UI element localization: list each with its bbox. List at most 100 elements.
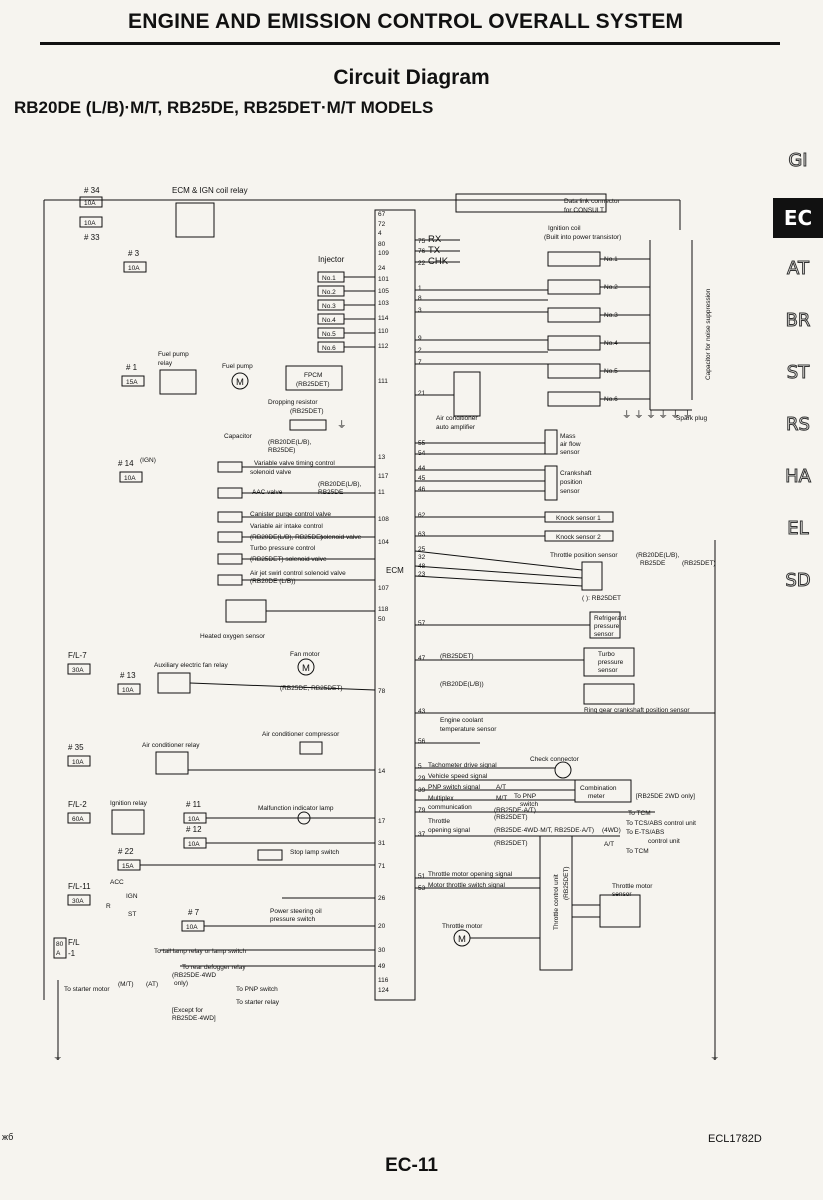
svg-text:⏚: ⏚: [53, 1052, 63, 1063]
injector-3: No.3: [322, 303, 336, 310]
ho2s-label: Heated oxygen sensor: [200, 633, 266, 640]
var-intake-models: (RB20DE(L/B), RB25DE): [250, 534, 323, 541]
fuse-14-rating: 10A: [124, 475, 136, 482]
mil-label: Malfunction indicator lamp: [258, 805, 334, 812]
throttle-motor-icon: M: [458, 934, 466, 945]
ign-switch-st: ST: [128, 911, 136, 918]
ecm-terminal-left: 109: [378, 250, 389, 257]
ign-switch-acc: ACC: [110, 879, 124, 886]
switch-label: switch: [520, 801, 538, 808]
ecm-terminal-right: 55: [418, 440, 426, 447]
tps-det: (RB25DET): [682, 560, 716, 567]
spark-plug-label: Spark plug: [676, 415, 707, 422]
svg-text:⏚ ⏚ ⏚ ⏚ ⏚ ⏚: ⏚ ⏚ ⏚ ⏚ ⏚ ⏚: [622, 410, 692, 421]
fl-1-label: -1: [68, 949, 76, 958]
ps-switch-label: Power steering oil: [270, 908, 322, 915]
tab-sd[interactable]: SD: [785, 570, 811, 592]
section-title: ENGINE AND EMISSION CONTROL OVERALL SYST…: [128, 10, 684, 33]
ecm-terminal-left: 13: [378, 454, 386, 461]
throttle-rb25det-tag: (RB25DET): [494, 814, 528, 821]
ecm-terminal-left: 71: [378, 863, 386, 870]
tab-rs[interactable]: RS: [786, 414, 811, 436]
to-pnp-label: To PNP switch: [236, 986, 278, 993]
fuse-13-rating: 10A: [122, 687, 134, 694]
canister-label: Canister purge control valve: [250, 511, 331, 518]
diagram-title: Circuit Diagram: [333, 66, 490, 89]
turbo-rb25det-tag: (RB25DET): [440, 653, 474, 660]
knock1-label: Knock sensor 1: [556, 515, 601, 522]
injector-label: Injector: [318, 255, 345, 264]
vvt-sv-label: solenoid valve: [250, 469, 292, 476]
tail-lamp-label: To tail lamp relay or lamp switch: [154, 948, 246, 955]
injector-6: No.6: [322, 345, 336, 352]
fuse-33-label: # 33: [84, 233, 100, 242]
multiplex-label: Multiplex: [428, 795, 454, 802]
ecm-terminal-right: 1: [418, 285, 422, 292]
turbo-sensor-label2: pressure: [598, 659, 624, 666]
ckp-label2: position: [560, 479, 583, 486]
fuel-pump-relay-label: Fuel pump: [158, 351, 189, 358]
tmo-label: Throttle motor opening signal: [428, 871, 513, 878]
tab-br[interactable]: BR: [785, 310, 811, 332]
ecm-terminal-left: 111: [378, 378, 388, 385]
turbo-sv-label: (RB25DET) solenoid valve: [250, 556, 327, 563]
ecm-terminal-left: 105: [378, 288, 389, 295]
ect-label: Engine coolant: [440, 717, 483, 724]
capacitor-note2: RB25DE): [268, 447, 295, 454]
fl-label: F/L: [68, 938, 80, 947]
fuse-34-rating: 10A: [84, 200, 96, 207]
ecm-terminal-left: 24: [378, 265, 386, 272]
fuse-22-rating: 15A: [122, 863, 134, 870]
air-jet-label: Air jet swirl control solenoid valve: [250, 570, 346, 577]
tab-el[interactable]: EL: [787, 518, 809, 540]
4wd-tag: (4WD): [602, 827, 621, 834]
throttle-opening-label: Throttle: [428, 818, 450, 825]
ecm-relay-label: ECM & IGN coil relay: [172, 186, 248, 195]
fl2-rating: 60A: [72, 816, 84, 823]
ecm-terminal-right: 39: [418, 787, 426, 794]
ecm-terminal-right: 3: [418, 307, 422, 314]
ecm-terminal-right: 8: [418, 295, 422, 302]
fuse-3-label: # 3: [128, 249, 140, 258]
coil-no-6: No.6: [604, 396, 618, 403]
tab-ha[interactable]: HA: [785, 466, 812, 488]
tps-models: (RB20DE(L/B),: [636, 552, 680, 559]
rx-label: RX: [428, 234, 442, 245]
turbo-sensor-label: Turbo: [598, 651, 615, 658]
tab-at[interactable]: AT: [787, 258, 810, 280]
var-intake-label: Variable air intake control: [250, 523, 323, 530]
ecm-terminal-left: 14: [378, 768, 386, 775]
var-intake-sv: solenoid valve: [320, 534, 362, 541]
ecm-terminal-right: 57: [418, 620, 426, 627]
fuse-11-rating: 10A: [188, 816, 200, 823]
ecm-terminal-left: 11: [378, 489, 385, 496]
tab-ec[interactable]: EC: [773, 198, 823, 238]
throttle-motor-label: Throttle motor: [442, 923, 483, 930]
tms-label: Motor throttle switch signal: [428, 882, 506, 889]
tab-st[interactable]: ST: [786, 362, 810, 384]
ecm-terminal-right: 23: [418, 571, 426, 578]
to-ets-label: To E-TS/ABS: [626, 829, 665, 836]
fl11-rating: 30A: [72, 898, 84, 905]
stop-lamp-label: Stop lamp switch: [290, 849, 340, 856]
coil-no-3: No.3: [604, 312, 618, 319]
check-connector-label: Check connector: [530, 756, 580, 763]
rear-defogger-label: To rear defogger relay: [182, 964, 246, 971]
dropping-resistor-model: (RB25DET): [290, 408, 324, 415]
fuse-34-label: # 34: [84, 186, 100, 195]
tab-gi[interactable]: GI: [788, 150, 808, 172]
ac-amp-label2: auto amplifier: [436, 424, 476, 431]
aux-fan-relay-label: Auxiliary electric fan relay: [154, 662, 228, 669]
svg-text:⏚: ⏚: [710, 1052, 720, 1063]
tcu-model: (RB25DET): [563, 866, 570, 900]
ecm-terminal-left: 104: [378, 539, 389, 546]
fuse-7-label: # 7: [188, 908, 200, 917]
ecm-terminal-right: 21: [418, 390, 426, 397]
dlc-label: Data link connector: [564, 198, 620, 205]
at-tag-2: A/T: [604, 841, 614, 848]
margin-mark: жб: [2, 1132, 14, 1142]
fuse-7-rating: 10A: [186, 924, 198, 931]
ring-gear-rb20de-tag: (RB20DE(L/B)): [440, 681, 484, 688]
ign-switch-ign: IGN: [126, 893, 138, 900]
